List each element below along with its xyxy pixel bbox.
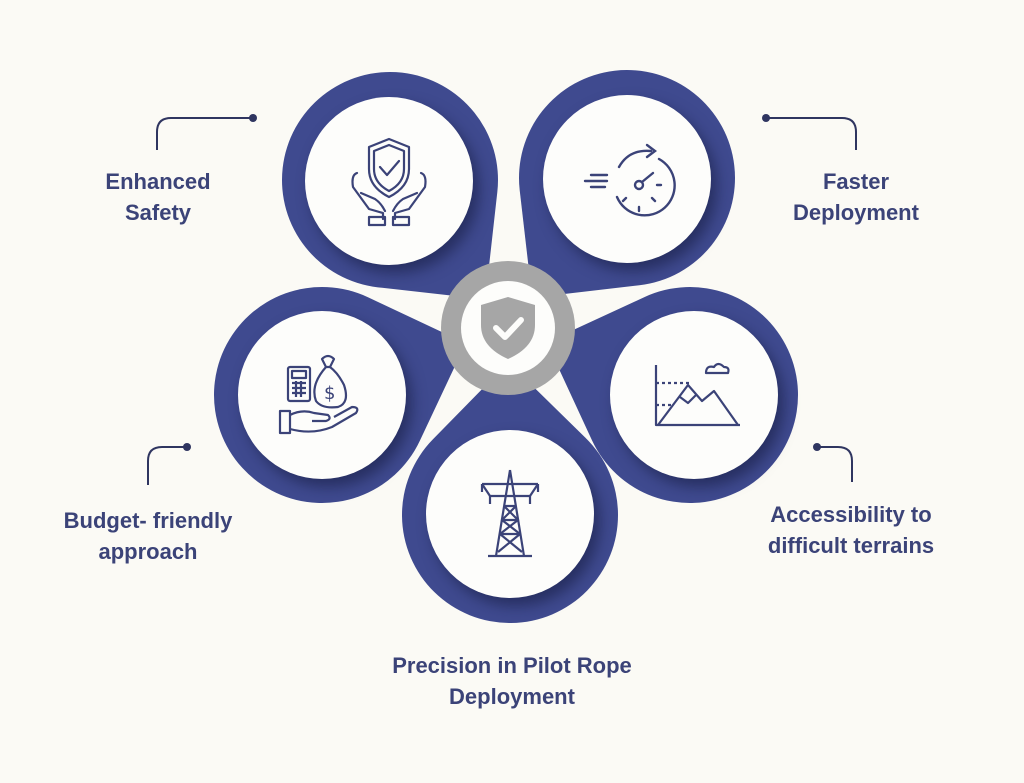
connector-dot [183, 443, 191, 451]
transmission-tower-icon [426, 430, 594, 598]
connector-accessibility [817, 446, 853, 482]
connector-budget [147, 446, 187, 485]
hands-shield-icon [305, 97, 473, 265]
connector-faster-deployment [766, 117, 857, 150]
svg-text:$: $ [324, 383, 335, 404]
mountain-terrain-icon [610, 311, 778, 479]
connector-dot [249, 114, 257, 122]
connector-dot [813, 443, 821, 451]
shield-check-icon [461, 281, 555, 375]
speed-timer-icon [543, 95, 711, 263]
connector-dot [762, 114, 770, 122]
money-bag-calculator-icon: $ [238, 311, 406, 479]
connector-enhanced-safety [156, 117, 253, 150]
